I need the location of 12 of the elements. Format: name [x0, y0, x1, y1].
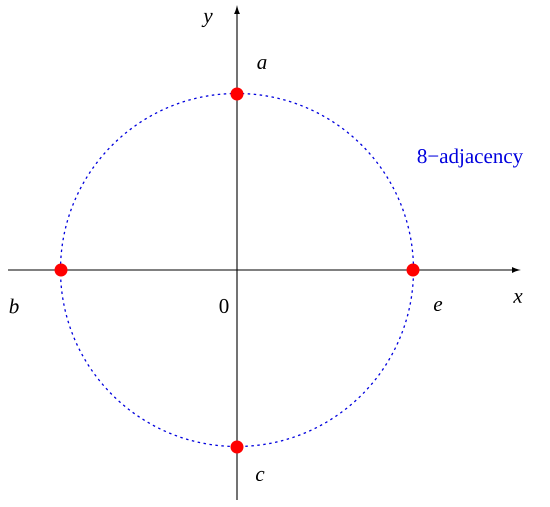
point: [54, 264, 68, 276]
axis-label: y: [202, 12, 213, 28]
point-label: b: [10, 298, 19, 314]
point: [230, 88, 244, 100]
point-label: e: [434, 300, 442, 312]
point: [406, 264, 420, 276]
origin-label: 0: [220, 298, 228, 314]
point-label: a: [257, 58, 266, 70]
circle-label: 8−adjacency: [418, 148, 524, 168]
point: [230, 440, 244, 454]
axis-label: x: [513, 293, 522, 303]
point-label: c: [256, 470, 264, 482]
